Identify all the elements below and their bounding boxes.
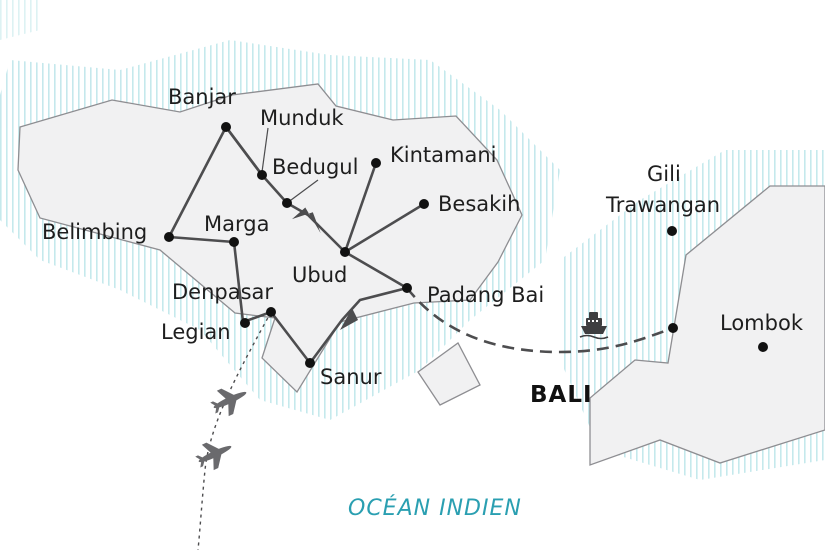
airplane-icon bbox=[210, 388, 247, 417]
dot-marga bbox=[229, 237, 239, 247]
dot-banjar bbox=[221, 122, 231, 132]
bali-island bbox=[17, 83, 523, 394]
dot-sanur bbox=[305, 358, 315, 368]
label-belimbing: Belimbing bbox=[42, 220, 147, 244]
place-dots bbox=[164, 122, 768, 368]
dot-legian bbox=[240, 318, 250, 328]
label-munduk: Munduk bbox=[260, 106, 344, 130]
dot-bedugul bbox=[257, 170, 267, 180]
dot-lombok-port bbox=[668, 323, 678, 333]
label-trawangan: Trawangan bbox=[605, 193, 720, 217]
dot-munduk-junction bbox=[282, 198, 292, 208]
label-gili: Gili bbox=[647, 162, 681, 186]
dot-lombok bbox=[758, 342, 768, 352]
label-bedugul: Bedugul bbox=[272, 155, 358, 179]
route-arrow-icon bbox=[340, 308, 358, 330]
route-arrow-icon bbox=[291, 207, 321, 234]
ocean-name: OCÉAN INDIEN bbox=[348, 495, 522, 521]
dot-belimbing bbox=[164, 232, 174, 242]
dot-ubud bbox=[340, 247, 350, 257]
label-banjar: Banjar bbox=[168, 85, 236, 109]
label-kintamani: Kintamani bbox=[390, 143, 497, 167]
airplane-icon bbox=[195, 442, 232, 471]
dot-denpasar bbox=[266, 307, 276, 317]
lombok-island bbox=[589, 185, 825, 466]
label-sanur: Sanur bbox=[320, 365, 382, 389]
label-marga: Marga bbox=[204, 212, 269, 236]
dot-padang-bai bbox=[402, 283, 412, 293]
label-besakih: Besakih bbox=[438, 192, 520, 216]
label-padang-bai: Padang Bai bbox=[427, 283, 544, 307]
leader-lines bbox=[261, 127, 319, 204]
flight-route bbox=[197, 311, 272, 550]
dot-kintamani bbox=[371, 158, 381, 168]
island-name-bali: BALI bbox=[530, 382, 593, 408]
label-legian: Legian bbox=[161, 320, 231, 344]
label-ubud: Ubud bbox=[292, 263, 347, 287]
dot-gili bbox=[667, 226, 677, 236]
nusa-penida-island bbox=[417, 342, 481, 406]
dot-besakih bbox=[419, 199, 429, 209]
ferry-route bbox=[405, 287, 674, 354]
label-denpasar: Denpasar bbox=[172, 280, 273, 304]
place-labels: Banjar Munduk Bedugul Kintamani Besakih … bbox=[42, 85, 804, 389]
label-lombok: Lombok bbox=[720, 311, 804, 335]
ferry-icon bbox=[579, 312, 609, 340]
